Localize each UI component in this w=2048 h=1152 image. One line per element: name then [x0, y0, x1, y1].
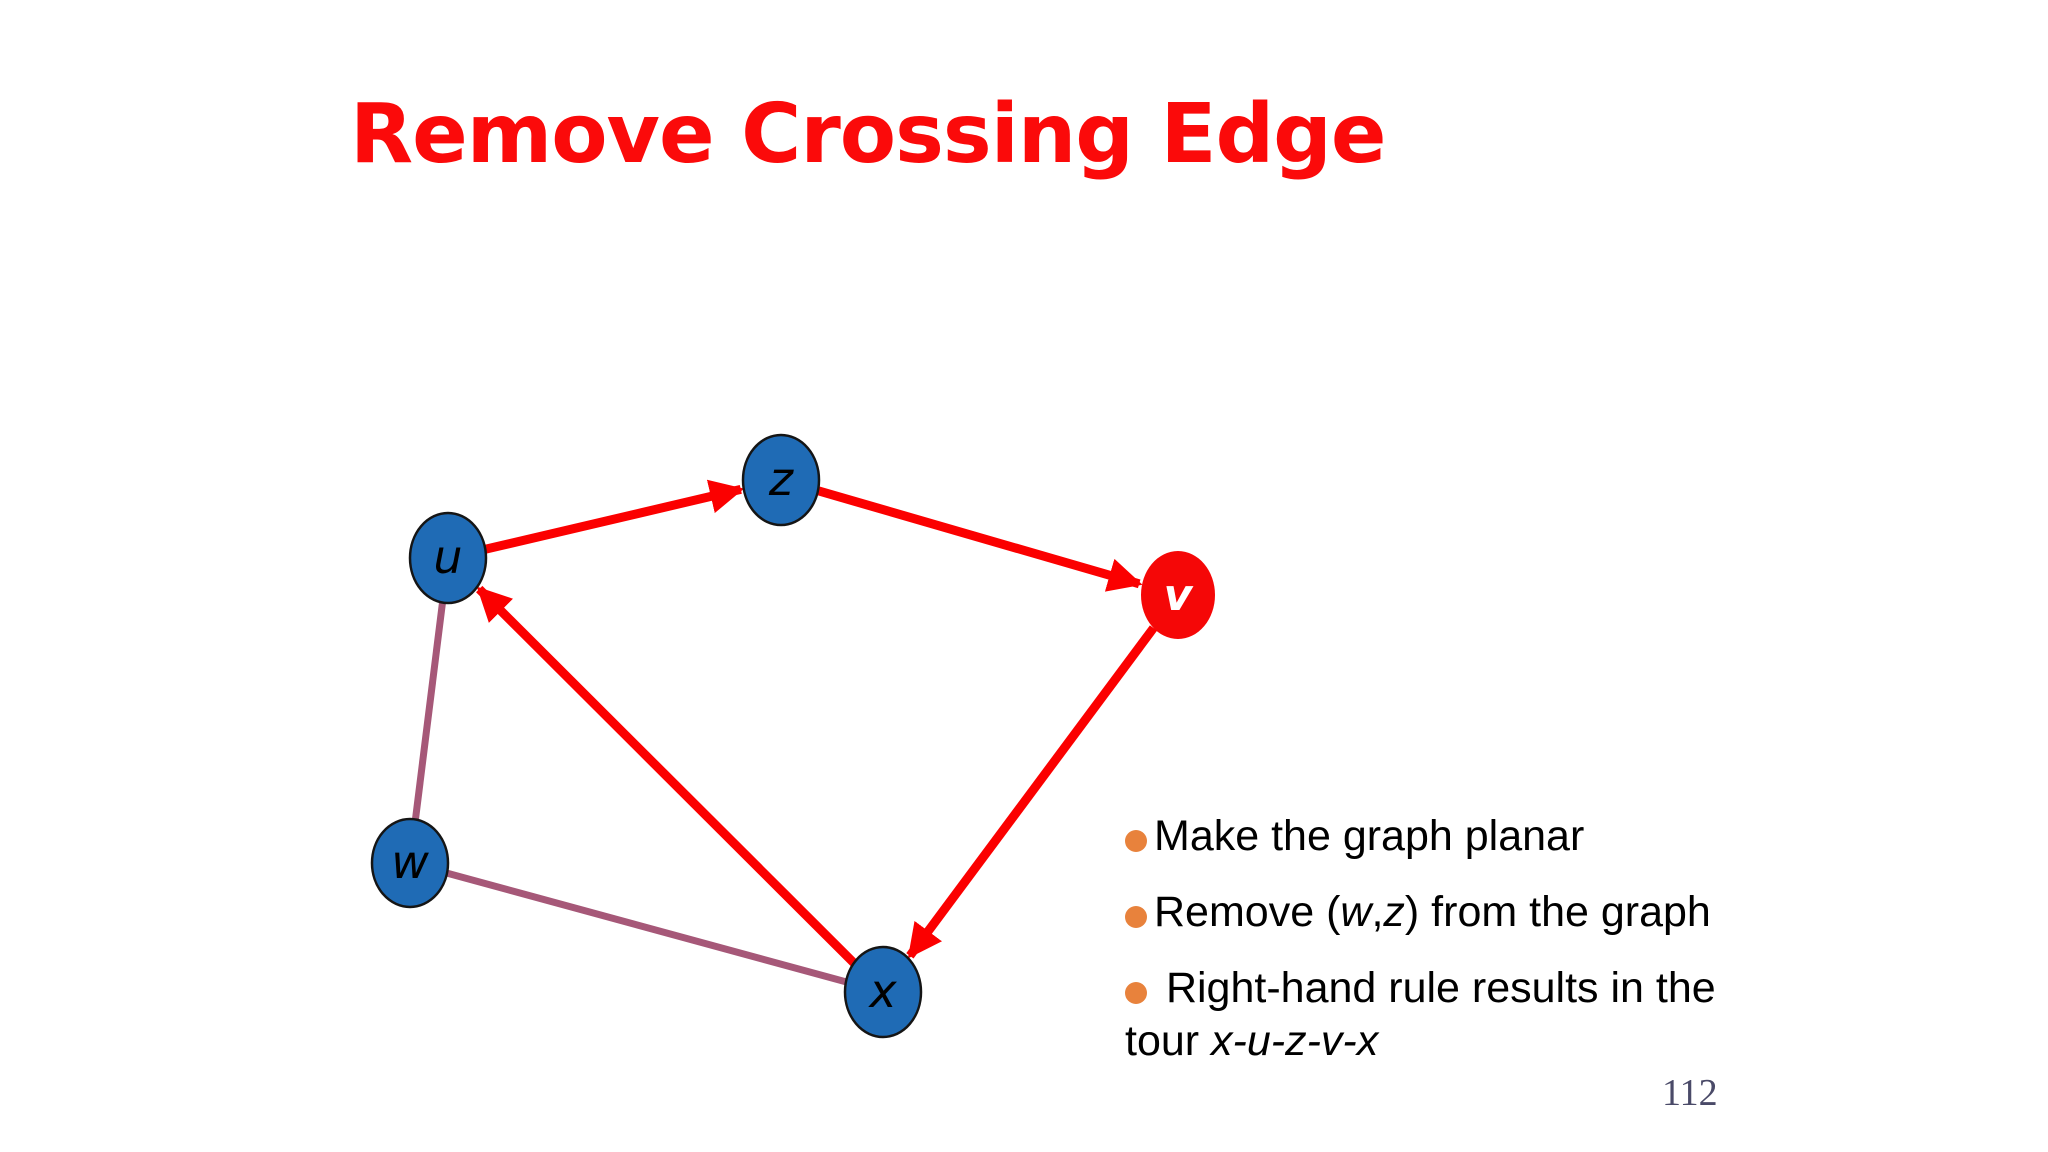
- graph-node-x: x: [843, 945, 923, 1039]
- slide-title: Remove Crossing Edge: [350, 87, 1386, 182]
- bullet-text-line: tour x-u-z-v-x: [1125, 1017, 1379, 1065]
- graph-node-circle-v: [1141, 551, 1215, 639]
- graph-node-label-w: w: [391, 835, 429, 889]
- graph-node-label-z: z: [768, 452, 794, 506]
- graph-edge-z-v: [816, 486, 1143, 592]
- graph-node-label-x: x: [867, 964, 897, 1018]
- graph-edge-v-x: [906, 625, 1158, 959]
- graph-node-circle-u: [408, 511, 488, 605]
- graph-node-u: u: [408, 511, 488, 605]
- page-number: 112: [1662, 1072, 1718, 1114]
- graph-node-circle-z: [741, 433, 821, 527]
- bullet-dot-icon: [1125, 906, 1147, 928]
- graph-node-circle-w: [370, 817, 450, 909]
- bullet-text-line: Make the graph planar: [1154, 812, 1585, 860]
- graph-node-v: v: [1141, 551, 1215, 639]
- graph-edge-w-x: [446, 869, 849, 986]
- graph-edge-u-z: [484, 479, 745, 554]
- graph-node-label-v: v: [1164, 570, 1194, 621]
- bullet-dot-icon: [1125, 982, 1147, 1004]
- graph-node-label-u: u: [433, 530, 462, 584]
- bullet-item: Remove (w,z) from the graph: [1125, 886, 1785, 939]
- bullet-text-line: Right-hand rule results in the: [1154, 964, 1716, 1012]
- graph-edge-x-u: [476, 585, 858, 967]
- graph-node-z: z: [741, 433, 821, 527]
- graph-node-w: w: [370, 817, 450, 909]
- bullet-text-line: Remove (w,z) from the graph: [1154, 888, 1711, 936]
- bullet-dot-icon: [1125, 830, 1147, 852]
- bullet-item: Right-hand rule results in the tour x-u-z…: [1125, 962, 1785, 1068]
- bullet-item: Make the graph planar: [1125, 810, 1785, 863]
- graph-node-circle-x: [843, 945, 923, 1039]
- graph-edge-u-w: [411, 602, 446, 822]
